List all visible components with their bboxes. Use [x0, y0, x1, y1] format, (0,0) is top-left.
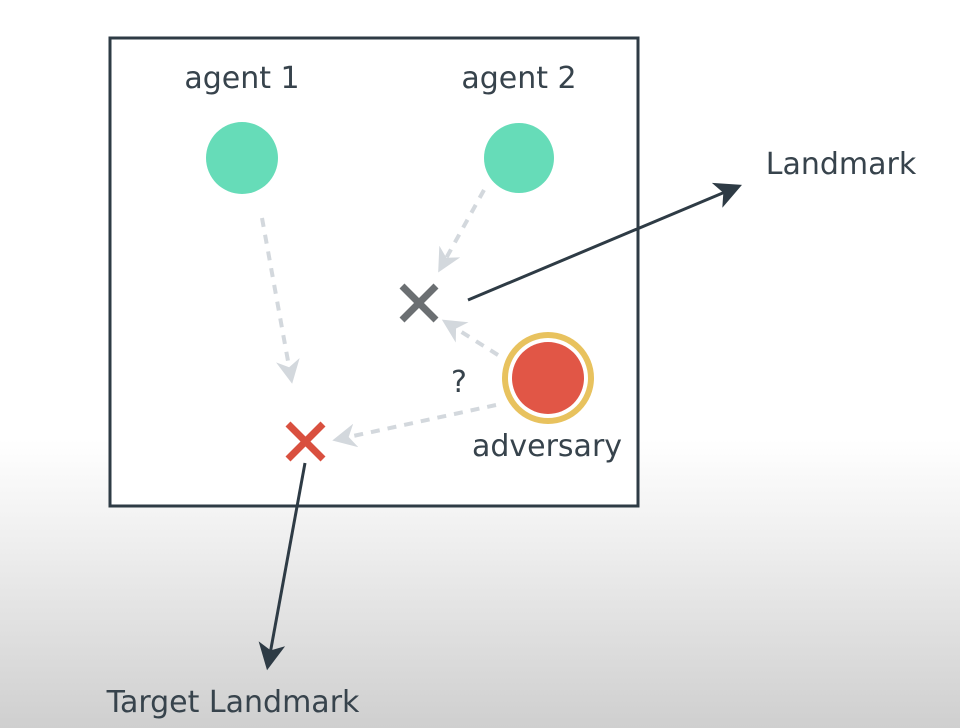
question-mark: ?	[451, 365, 467, 400]
agent2-label: agent 2	[461, 61, 576, 96]
agent2-path-arrow	[438, 189, 486, 273]
environment-frame	[108, 36, 640, 508]
adversary-target-arrow	[332, 403, 497, 448]
landmark-x-icon	[399, 283, 439, 323]
agent1-icon	[206, 122, 278, 194]
target-landmark-label: Target Landmark	[106, 685, 360, 720]
agent2-icon	[484, 123, 554, 193]
landmark-label: Landmark	[766, 147, 917, 182]
adversary-icon	[502, 332, 594, 424]
agent1-label: agent 1	[184, 61, 299, 96]
landmark-pointer-arrow	[467, 182, 742, 302]
target-landmark-x-icon	[285, 421, 326, 462]
target-landmark-pointer-arrow	[258, 462, 307, 671]
adversary-label: adversary	[472, 429, 622, 464]
